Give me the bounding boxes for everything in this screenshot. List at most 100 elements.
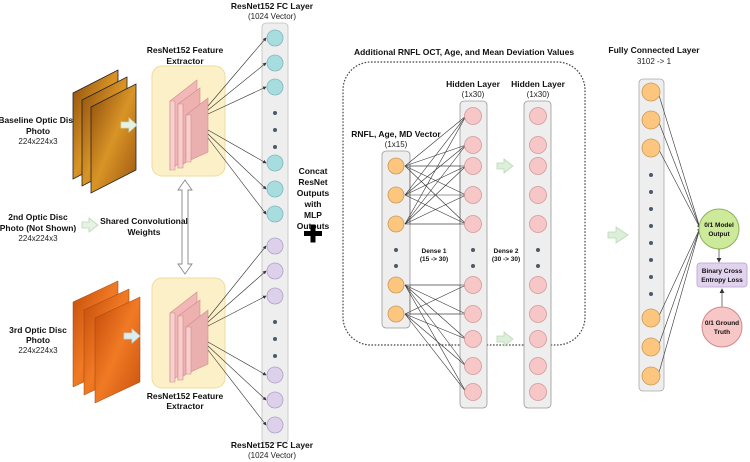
ellipsis-dot [394,248,398,252]
svg-text:3rd Optic Disc: 3rd Optic Disc [9,325,67,335]
svg-text:(1x15): (1x15) [385,140,408,149]
ellipsis-dot [649,258,653,262]
mlp-input-node [387,186,405,204]
svg-text:(30 -> 30): (30 -> 30) [492,256,520,263]
shared-weights-arrow [177,179,193,275]
dense1-bracket-top [409,165,461,225]
svg-text:(15 -> 30): (15 -> 30) [420,256,448,263]
final-fc-nodes [641,82,661,386]
svg-text:Hidden Layer: Hidden Layer [446,79,501,89]
hidden1-node [464,383,482,401]
model-output-node: 0/1 Model Output [698,208,740,250]
svg-text:Photo: Photo [26,126,50,136]
mlp-to-fc-arrow [607,226,629,244]
final-fc-node [641,138,661,158]
connection-edge [207,341,267,376]
svg-text:Output: Output [708,231,730,238]
conv-layers-icon [169,291,209,383]
hidden-layer-2-column [523,100,552,409]
mlp-title: Additional RNFL OCT, Age, and Mean Devia… [354,47,574,57]
fc-node-bottom [266,366,284,384]
fc-node-bottom [266,416,284,434]
connection-edge [404,313,467,340]
input-second-label: 2nd Optic Disc Photo (Not Shown) 224x224… [0,212,76,243]
hidden1-node [464,136,482,154]
input-third-label: 3rd Optic Disc Photo 224x224x3 [9,325,67,355]
hidden1-node [464,157,482,175]
svg-text:ResNet152 Feature: ResNet152 Feature [147,45,224,55]
hidden1-node [464,215,482,233]
second-photo-arrow [81,217,99,233]
connection-edge [207,349,267,426]
connection-edge [207,133,267,190]
hidden-layer-2-label: Hidden Layer (1x30) [511,79,566,99]
connection-edge [657,147,701,229]
final-fc-label: Fully Connected Layer 3102 -> 1 [608,45,700,66]
connection-edge [404,115,467,225]
resnet-fc-layer-top-label: ResNet152 FC Layer (1024 Vector) [231,1,314,21]
connection-edge [207,137,267,215]
feature-extractor-top: ResNet152 Feature Extractor [147,45,226,177]
connection-edge [404,165,467,196]
final-fc-node [641,308,661,328]
final-fc-node [641,82,661,102]
hidden2-node [529,157,547,175]
ellipsis-dot [649,190,653,194]
ellipsis-dot [649,207,653,211]
connection-edge [404,284,467,367]
svg-text:224x224x3: 224x224x3 [18,346,58,355]
ellipsis-dot [273,145,277,149]
baseline-photo-stack [72,69,137,194]
ellipsis-dot [471,248,475,252]
ellipsis-dot [649,275,653,279]
fc-node-top [266,180,284,198]
fc-node-top [266,29,284,47]
connection-edge [207,270,267,323]
final-fc-node [641,337,661,357]
connection-edge [657,227,701,319]
mlp-region [342,61,586,346]
svg-text:ResNet152 FC Layer: ResNet152 FC Layer [231,440,314,450]
mlp-input-label: RNFL, Age, MD Vector (1x15) [351,129,441,149]
svg-text:ResNet152 FC Layer: ResNet152 FC Layer [231,1,314,11]
ellipsis-dot [273,320,277,324]
hidden-layer-1-label: Hidden Layer (1x30) [446,79,501,99]
svg-text:(1x30): (1x30) [462,90,485,99]
mlp-input-node [387,305,405,323]
ellipsis-dot [649,224,653,228]
ellipsis-dot [273,111,277,115]
ellipsis-dot [536,264,540,268]
svg-text:RNFL, Age, MD Vector: RNFL, Age, MD Vector [351,129,441,139]
ground-truth-node: 0/1 Ground Truth [701,306,743,348]
hidden2-node [529,276,547,294]
fc-node-top [266,54,284,72]
hidden1-node [464,330,482,348]
dense1-bracket-bottom [409,284,461,315]
hidden1-node [464,357,482,375]
svg-text:Concat: Concat [299,166,328,176]
resnet-fc-nodes [266,29,284,434]
svg-text:Binary Cross: Binary Cross [702,268,743,275]
mlp-input-node [387,276,405,294]
svg-text:with: with [304,199,322,209]
final-fc-node [641,366,661,386]
svg-text:3102 -> 1: 3102 -> 1 [637,57,672,66]
svg-text:Hidden Layer: Hidden Layer [511,79,566,89]
dense2-arrow-bottom [496,331,514,347]
hidden2-node [529,215,547,233]
connection-edge [207,345,267,401]
third-photo-stack [72,280,141,404]
loss-box: Binary Cross Entropy Loss [696,262,748,288]
ellipsis-dot [273,337,277,341]
ellipsis-dot [471,264,475,268]
svg-text:Photo (Not Shown): Photo (Not Shown) [0,223,76,233]
hidden2-node [529,136,547,154]
svg-text:Fully Connected Layer: Fully Connected Layer [608,45,700,55]
ellipsis-dot [394,264,398,268]
final-fc-node [641,110,661,130]
connection-edge [404,144,467,225]
hidden-layer-1-column [459,100,488,409]
hidden1-node [464,107,482,125]
fc-node-top [266,154,284,172]
